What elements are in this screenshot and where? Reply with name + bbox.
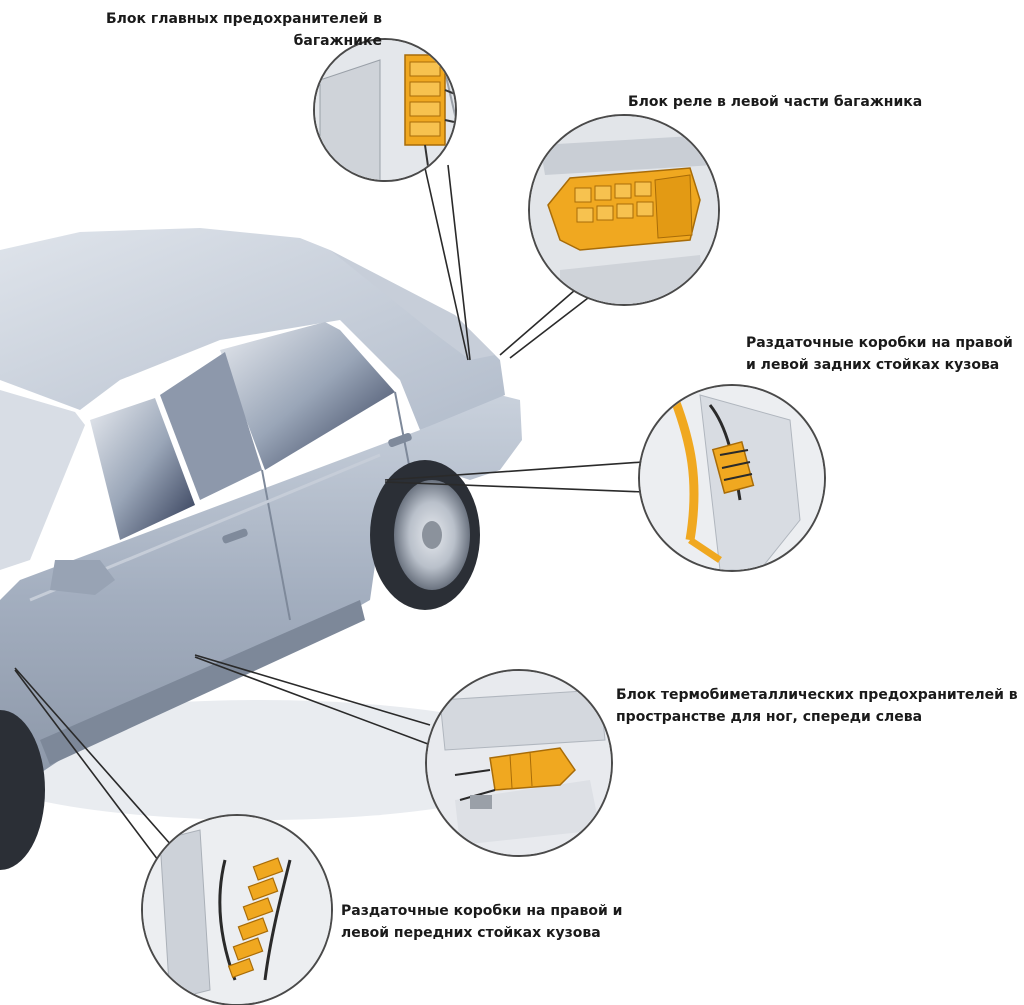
leader-line-front-pillar [14, 667, 173, 861]
label-line: Блок главных предохранителей в [105, 11, 382, 27]
leader-line-rear-pillar [384, 461, 646, 493]
leader-line-main-fuse [424, 164, 471, 361]
label-distribution-boxes-front-pillars: Раздаточные коробки на правой и левой пе… [341, 900, 641, 944]
callout-circle-relay-box [528, 114, 720, 306]
leader-line-footwell [194, 654, 431, 745]
callout-circle-main-fuse-box [313, 38, 457, 182]
label-relay-box-left-trunk: Блок реле в левой части багажника [628, 91, 928, 113]
label-main-fuse-box-trunk: Блок главных предохранителей в багажнике [82, 8, 382, 52]
label-distribution-boxes-rear-pillars: Раздаточные коробки на правой и левой за… [746, 332, 1016, 376]
label-line: пространстве для ног, спереди слева [616, 709, 923, 725]
callout-circle-rear-pillar [638, 384, 826, 572]
label-line: Блок термобиметаллических предохранителе… [616, 687, 1018, 703]
car-body [0, 228, 522, 870]
label-line: левой передних стойках кузова [341, 925, 601, 941]
label-line: Раздаточные коробки на правой [746, 335, 1013, 351]
callout-circle-footwell [425, 669, 613, 857]
label-line: Блок реле в левой части багажника [628, 94, 923, 110]
ground-shadow [0, 700, 560, 820]
label-line: Раздаточные коробки на правой и [341, 903, 623, 919]
callout-circle-front-pillar [141, 814, 333, 1005]
leader-line-relay-box [499, 289, 589, 359]
label-thermo-bimetal-fuse-box-footwell: Блок термобиметаллических предохранителе… [616, 684, 1018, 728]
label-line: багажнике [293, 33, 382, 49]
label-line: и левой задних стойках кузова [746, 357, 1000, 373]
leader-lines [14, 164, 646, 861]
